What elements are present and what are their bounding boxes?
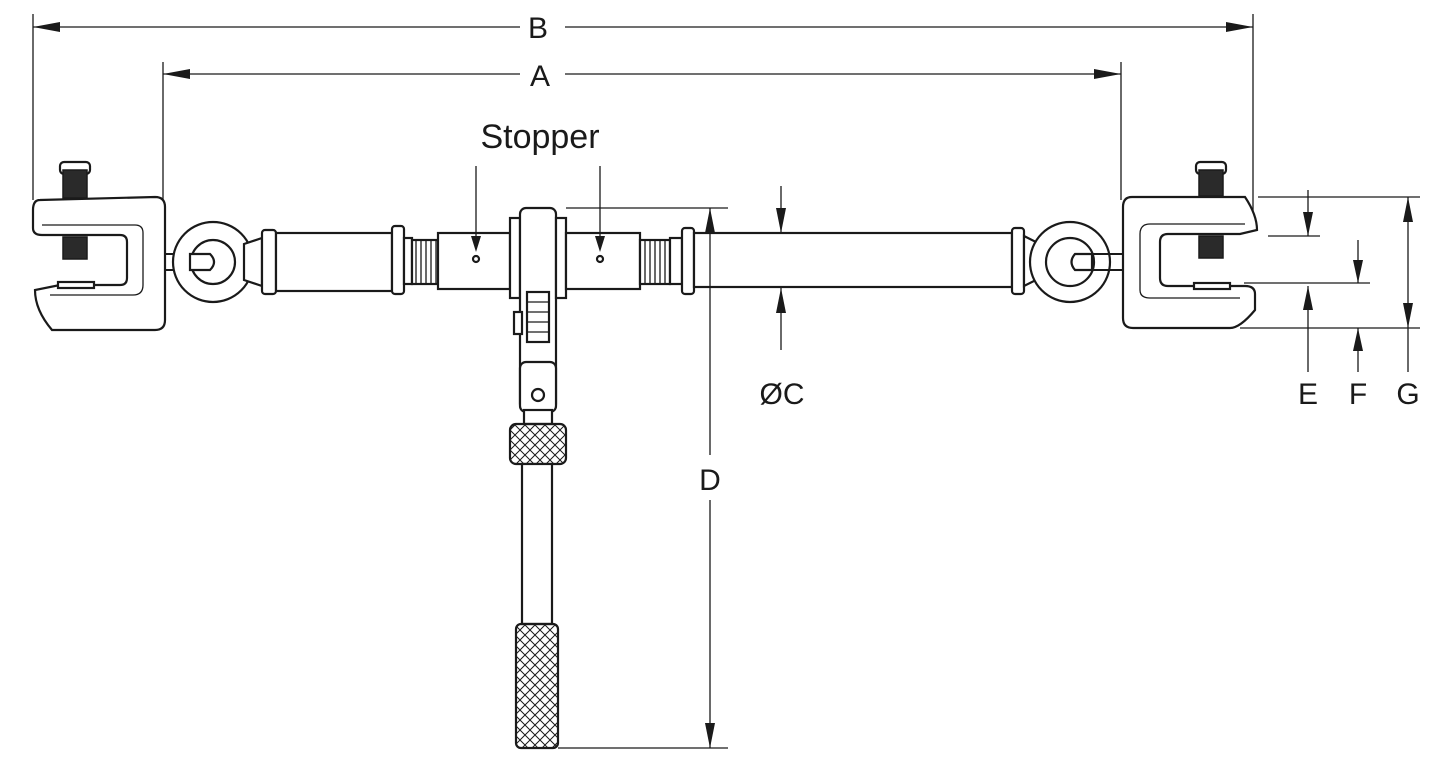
lower-grip xyxy=(514,622,560,750)
dimension-d-label: D xyxy=(699,464,721,497)
right-threads xyxy=(638,238,672,286)
upper-grip xyxy=(508,422,568,466)
dimension-f: F xyxy=(1244,240,1370,411)
left-tube xyxy=(274,224,512,296)
dimension-g-label: G xyxy=(1396,378,1419,411)
dimension-e-label: E xyxy=(1298,378,1318,411)
dimension-e: E xyxy=(1268,190,1320,411)
stopper-label: Stopper xyxy=(480,118,599,156)
right-inner-tube xyxy=(564,226,696,296)
left-clamp xyxy=(31,160,167,332)
ratchet-head xyxy=(508,206,568,414)
dimension-c-label: ØC xyxy=(760,378,805,411)
long-bar xyxy=(692,226,1042,296)
left-threads xyxy=(410,238,440,286)
left-stopper-pin xyxy=(471,254,481,264)
dimension-d: D xyxy=(558,207,728,749)
left-eye xyxy=(165,220,278,304)
right-clamp xyxy=(1121,160,1259,330)
right-eye xyxy=(1028,220,1122,304)
right-stopper-pin xyxy=(595,254,605,264)
dimension-a: A xyxy=(162,60,1122,200)
handle xyxy=(508,408,568,750)
dimension-f-label: F xyxy=(1349,378,1367,411)
dimension-g: G xyxy=(1240,196,1420,411)
dimension-b-label: B xyxy=(528,12,548,45)
dimension-a-label: A xyxy=(530,60,550,93)
dimension-c: ØC xyxy=(760,186,805,411)
stopper-callout: Stopper xyxy=(471,118,605,252)
dimension-b: B xyxy=(32,12,1254,215)
